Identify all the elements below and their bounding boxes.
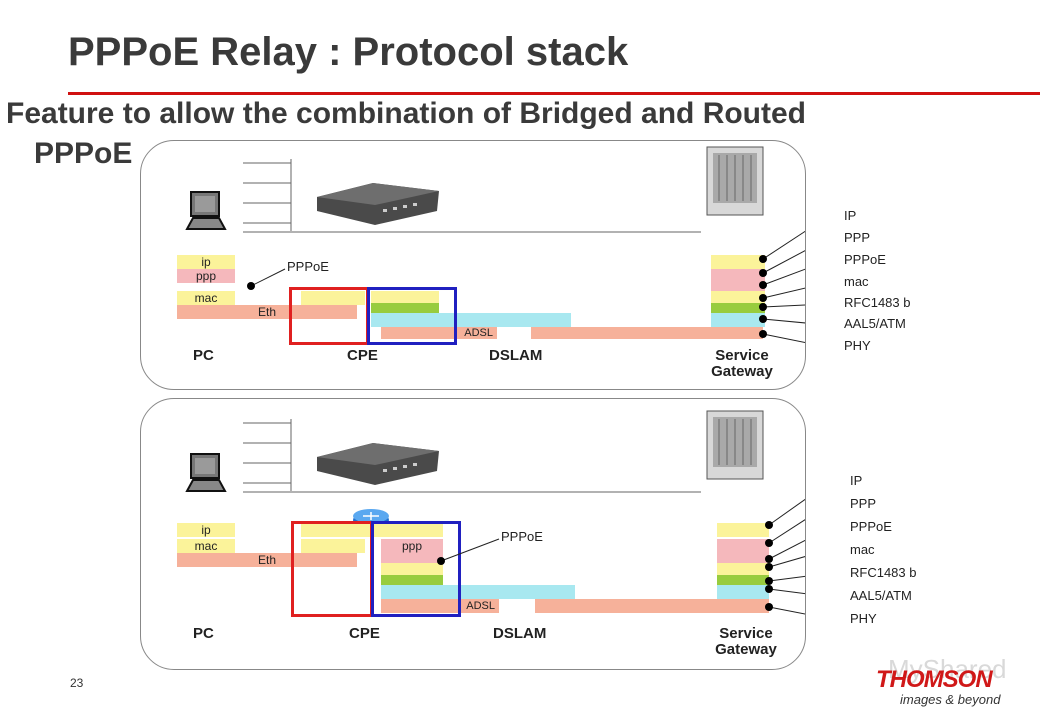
node-pc: PC <box>193 347 214 364</box>
computer-icon <box>185 453 227 492</box>
gateway-rack-icon <box>706 410 764 480</box>
cpe-lan-mac-layer <box>301 539 365 553</box>
pc-layer-ip: ip <box>177 523 235 537</box>
gw-layer-atm <box>711 313 765 327</box>
watermark-text: MyShared <box>888 654 1007 684</box>
panel-bridged-pppoe: ip ppp mac Eth ADSL PPPoE PC <box>140 140 806 390</box>
legend2-mac: mac <box>850 542 875 557</box>
cpe-atm-layer <box>381 585 575 599</box>
subtitle: Feature to allow the combination of Brid… <box>6 94 966 174</box>
legend1-ip: IP <box>844 208 857 223</box>
node-gateway: Gateway <box>711 363 773 380</box>
cpe-atm-layer <box>371 313 571 327</box>
node-service: Service <box>719 625 773 642</box>
node-cpe: CPE <box>347 347 378 364</box>
node-cpe: CPE <box>349 625 380 642</box>
adsl-modem-icon <box>317 183 439 225</box>
gw-layer-mac <box>711 291 765 303</box>
logo-brand: THOMSON <box>876 666 993 693</box>
panel-1-lines <box>243 159 701 233</box>
pppoe-label: PPPoE <box>501 529 543 544</box>
title-rule <box>68 92 1040 95</box>
eth-layer: Eth <box>177 305 357 319</box>
gw-layer-ip <box>717 523 769 537</box>
eth-layer: Eth <box>177 553 357 567</box>
node-service: Service <box>715 347 769 364</box>
gw-layer-rfc1483 <box>717 575 769 585</box>
thomson-logo: MyShared THOMSON images & beyond <box>848 654 1028 712</box>
cpe-mac-layer <box>301 291 365 305</box>
cpe-relay-box <box>371 521 461 617</box>
dslam-phy-layer <box>531 327 763 339</box>
cpe-rfc1483-layer <box>381 575 443 585</box>
gw-layer-mac <box>717 563 769 575</box>
panel-2-pointers <box>437 498 805 615</box>
cpe-rfc1483-layer <box>371 303 439 313</box>
dslam-phy-layer <box>535 599 769 613</box>
pc-layer-ip: ip <box>177 255 235 269</box>
legend1-ppp: PPP <box>844 230 871 245</box>
legend1-aal5: AAL5/ATM <box>844 316 906 331</box>
legend2-ip: IP <box>850 473 863 488</box>
legend1-rfc1483: RFC1483 b <box>844 295 911 310</box>
legend2-phy: PHY <box>850 611 877 626</box>
adsl-layer: ADSL <box>381 599 499 613</box>
legend1-pppoe: PPPoE <box>844 252 886 267</box>
gw-layer-ip <box>711 255 765 269</box>
pc-layer-ppp: ppp <box>177 269 235 283</box>
cpe-wan-mac-layer <box>381 563 443 575</box>
panel-1-pointers <box>247 230 805 344</box>
cpe-bridge-box <box>367 287 457 345</box>
gw-layer-pppoe <box>717 553 769 563</box>
cpe-pppoe-layer <box>381 553 443 563</box>
slide-number: 23 <box>70 676 84 690</box>
gw-layer-pppoe <box>711 281 765 291</box>
node-dslam: DSLAM <box>493 625 547 642</box>
node-gateway: Gateway <box>715 641 777 658</box>
logo-tagline: images & beyond <box>900 692 1001 707</box>
adsl-modem-icon <box>317 443 439 485</box>
cpe-wan-mac-layer <box>371 291 439 303</box>
legend2-ppp: PPP <box>850 496 877 511</box>
panel-routed-pppoe: ip mac Eth ppp ADSL PPPoE PC <box>140 398 806 670</box>
adsl-layer: ADSL <box>381 327 497 339</box>
pppoe-label: PPPoE <box>287 259 329 274</box>
gateway-rack-icon <box>706 146 764 216</box>
subtitle-line-2: PPPoE <box>34 137 133 170</box>
legend1-phy: PHY <box>844 338 871 353</box>
cpe-ppp-layer: ppp <box>381 539 443 553</box>
legend2-rfc1483: RFC1483 b <box>850 565 917 580</box>
pc-layer-mac: mac <box>177 291 235 305</box>
legend1-mac: mac <box>844 274 869 289</box>
panel-2-lines <box>243 419 701 493</box>
gw-layer-ppp <box>711 269 765 281</box>
gw-layer-rfc1483 <box>711 303 765 313</box>
node-dslam: DSLAM <box>489 347 543 364</box>
legend2-pppoe: PPPoE <box>850 519 892 534</box>
node-pc: PC <box>193 625 214 642</box>
legend2-aal5: AAL5/ATM <box>850 588 912 603</box>
gw-layer-atm <box>717 585 769 599</box>
computer-icon <box>185 191 227 230</box>
gw-layer-ppp <box>717 539 769 553</box>
pc-layer-mac: mac <box>177 539 235 553</box>
slide-title: PPPoE Relay : Protocol stack <box>68 30 629 74</box>
subtitle-line-1: Feature to allow the combination of Brid… <box>6 97 807 130</box>
